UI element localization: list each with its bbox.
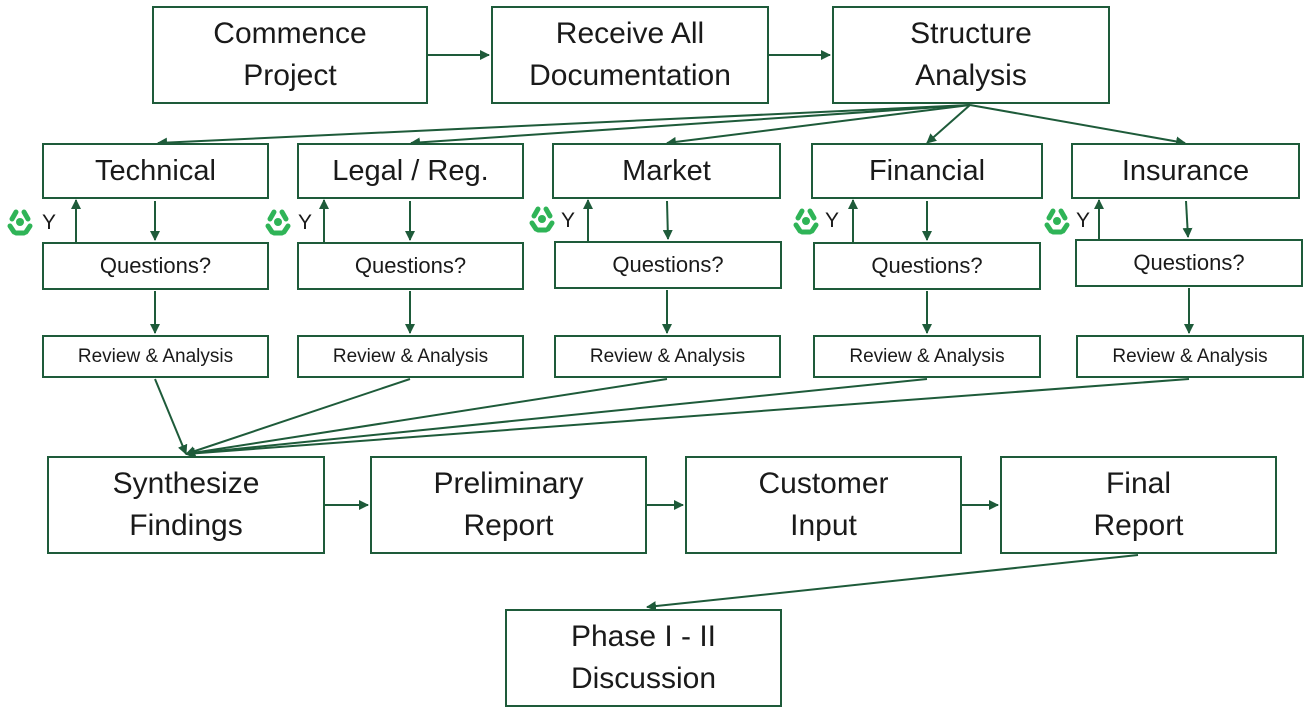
- loop-label: Y: [561, 209, 576, 232]
- review-analysis-box-market: Review & Analysis: [554, 335, 781, 378]
- receive-documentation-label: Receive All Documentation: [529, 17, 731, 92]
- review-label: Review & Analysis: [332, 345, 489, 367]
- review-analysis-box-financial: Review & Analysis: [813, 335, 1041, 378]
- review-label: Review & Analysis: [849, 345, 1005, 367]
- category-market-box: Market: [552, 143, 781, 199]
- questions-label: Questions?: [99, 253, 212, 278]
- preliminary-report-label: Preliminary Report: [433, 467, 584, 542]
- review-label: Review & Analysis: [77, 345, 234, 367]
- loop-label: Y: [1076, 209, 1091, 232]
- structure-analysis-box: Structure Analysis: [832, 6, 1110, 104]
- loop-label: Y: [42, 211, 57, 234]
- down-arrow: [1182, 200, 1193, 238]
- review-analysis-box-technical: Review & Analysis: [42, 335, 269, 378]
- questions-box-financial: Questions?: [813, 242, 1041, 290]
- fanout-arrow: [666, 104, 971, 147]
- final-report-label: Final Report: [1093, 467, 1184, 542]
- fanout-arrow: [410, 104, 971, 148]
- category-label: Legal / Reg.: [332, 154, 489, 187]
- merge-arrow: [185, 378, 1190, 459]
- receive-documentation-box: Receive All Documentation: [491, 6, 769, 104]
- category-technical-box: Technical: [42, 143, 269, 199]
- category-label: Insurance: [1121, 154, 1250, 187]
- recycle-icon: [265, 209, 291, 236]
- review-analysis-box-insurance: Review & Analysis: [1076, 335, 1304, 378]
- merge-arrow: [154, 378, 188, 455]
- questions-box-legal: Questions?: [297, 242, 524, 290]
- category-label: Technical: [95, 154, 216, 187]
- commence-project-box: Commence Project: [152, 6, 428, 104]
- recycle-icon: [529, 206, 555, 233]
- questions-label: Questions?: [354, 253, 467, 278]
- merge-arrow: [185, 378, 928, 459]
- phase-discussion-box: Phase I - II Discussion: [505, 609, 782, 707]
- customer-input-box: Customer Input: [685, 456, 962, 554]
- category-insurance-box: Insurance: [1071, 143, 1300, 199]
- questions-box-technical: Questions?: [42, 242, 269, 290]
- down-arrow: [662, 200, 673, 240]
- fanout-arrow: [969, 104, 1186, 147]
- phase-discussion-label: Phase I - II Discussion: [570, 620, 717, 695]
- category-label: Market: [622, 154, 711, 187]
- synthesize-findings-box: Synthesize Findings: [47, 456, 325, 554]
- fanout-arrow: [157, 104, 971, 148]
- review-label: Review & Analysis: [1112, 345, 1268, 367]
- customer-input-label: Customer Input: [758, 467, 889, 542]
- questions-box-market: Questions?: [554, 241, 782, 289]
- recycle-icon: [7, 209, 33, 236]
- recycle-icon: [793, 208, 819, 235]
- category-financial-box: Financial: [811, 143, 1043, 199]
- merge-arrow: [185, 378, 411, 456]
- structure-analysis-label: Structure Analysis: [910, 17, 1032, 92]
- merge-arrow: [185, 378, 668, 458]
- recycle-icon: [1044, 208, 1070, 235]
- category-label: Financial: [868, 154, 986, 187]
- final-report-box: Final Report: [1000, 456, 1277, 554]
- loop-label: Y: [825, 209, 840, 232]
- review-analysis-box-legal: Review & Analysis: [297, 335, 524, 378]
- questions-label: Questions?: [612, 252, 724, 277]
- questions-label: Questions?: [871, 253, 983, 278]
- category-legal-box: Legal / Reg.: [297, 143, 524, 199]
- synthesize-findings-label: Synthesize Findings: [112, 467, 260, 542]
- fanout-arrow: [926, 104, 971, 144]
- loop-label: Y: [298, 211, 313, 234]
- commence-project-label: Commence Project: [213, 17, 367, 92]
- questions-label: Questions?: [1133, 250, 1245, 275]
- review-label: Review & Analysis: [589, 345, 746, 367]
- phase-arrow: [646, 554, 1139, 612]
- preliminary-report-box: Preliminary Report: [370, 456, 647, 554]
- questions-box-insurance: Questions?: [1075, 239, 1303, 287]
